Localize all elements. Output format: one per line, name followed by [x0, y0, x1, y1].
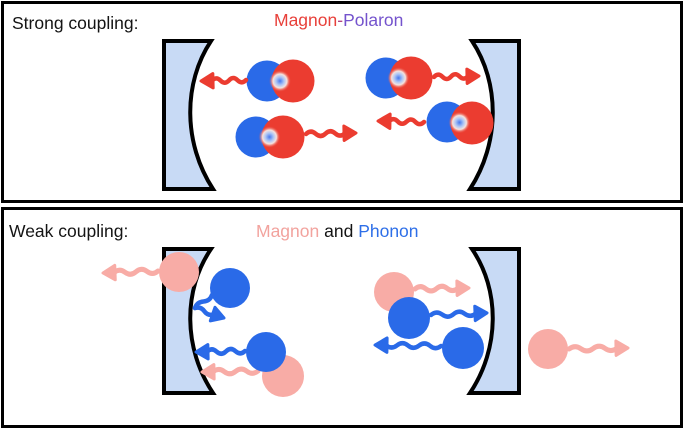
title-magnon-word: Magnon [256, 221, 320, 241]
title-phonon-word: Phonon [358, 221, 419, 241]
magnon-and-phonon-title: Magnon and Phonon [256, 221, 419, 242]
title-and-word: and [319, 221, 359, 241]
title-magnon-part: Magnon [274, 10, 338, 30]
strong-coupling-panel: Strong coupling: Magnon-Polaron [1, 1, 683, 203]
strong-coupling-label: Strong coupling: [12, 13, 139, 33]
magnon-polaron-title: Magnon-Polaron [274, 10, 403, 31]
title-hyphen: - [337, 10, 344, 30]
weak-coupling-panel: Weak coupling: Magnon and Phonon [1, 207, 683, 428]
title-polaron-part: Polaron [343, 10, 404, 30]
weak-coupling-label: Weak coupling: [9, 221, 129, 241]
